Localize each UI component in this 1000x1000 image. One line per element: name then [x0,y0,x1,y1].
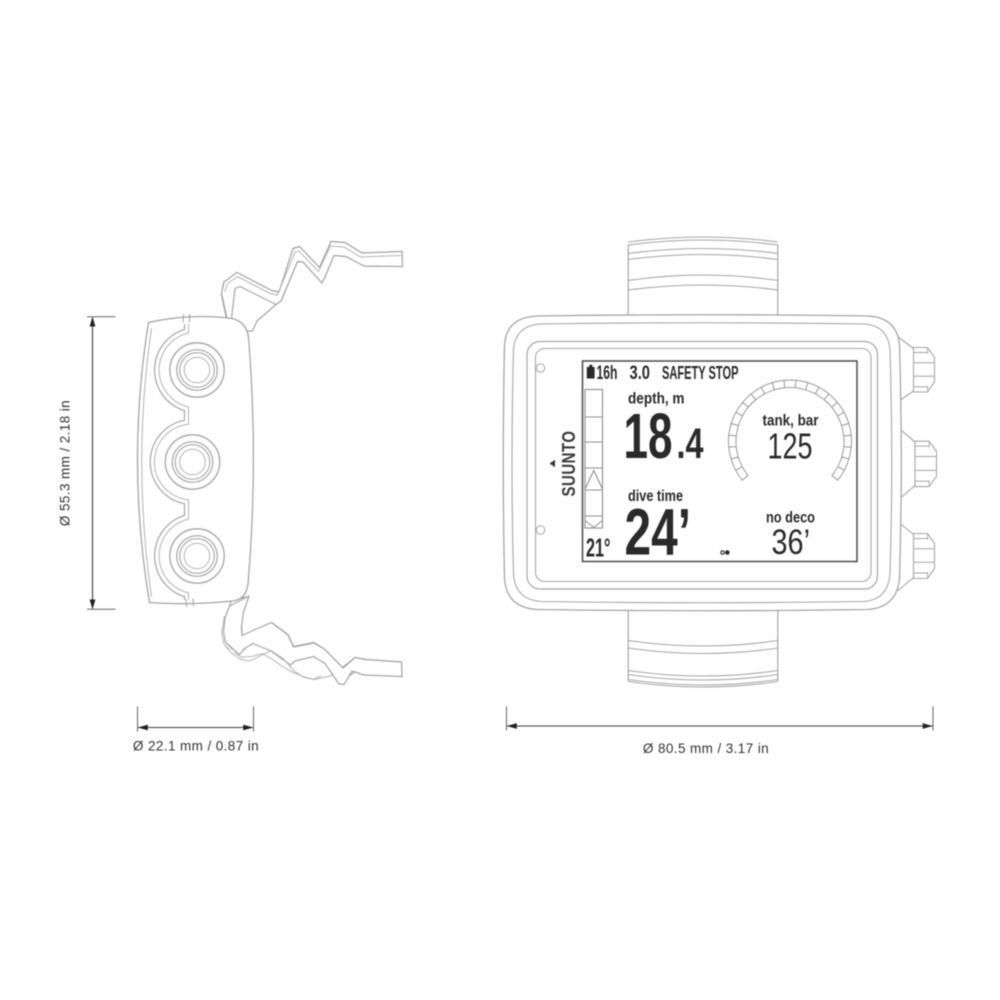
svg-text:36’: 36’ [772,522,811,562]
svg-text:18: 18 [624,400,673,472]
svg-text:16h: 16h [597,363,618,384]
svg-text:125: 125 [768,426,813,467]
svg-text:SUUNTO: SUUNTO [559,431,579,497]
svg-text:Ø 22.1 mm / 0.87 in: Ø 22.1 mm / 0.87 in [133,739,259,754]
svg-text:.4: .4 [677,421,704,468]
svg-text:SAFETY STOP: SAFETY STOP [662,363,739,383]
svg-text:tank, bar: tank, bar [763,413,819,430]
svg-text:dive time: dive time [628,488,683,505]
svg-text:no deco: no deco [766,510,815,527]
svg-text:Ø 80.5 mm / 3.17 in: Ø 80.5 mm / 3.17 in [643,741,769,756]
svg-text:Ø 55.3 mm / 2.18 in: Ø 55.3 mm / 2.18 in [58,400,73,526]
svg-text:depth, m: depth, m [628,391,685,408]
svg-text:21°: 21° [586,533,611,563]
svg-text:3.0: 3.0 [630,363,651,384]
svg-text:24’: 24’ [625,495,692,569]
